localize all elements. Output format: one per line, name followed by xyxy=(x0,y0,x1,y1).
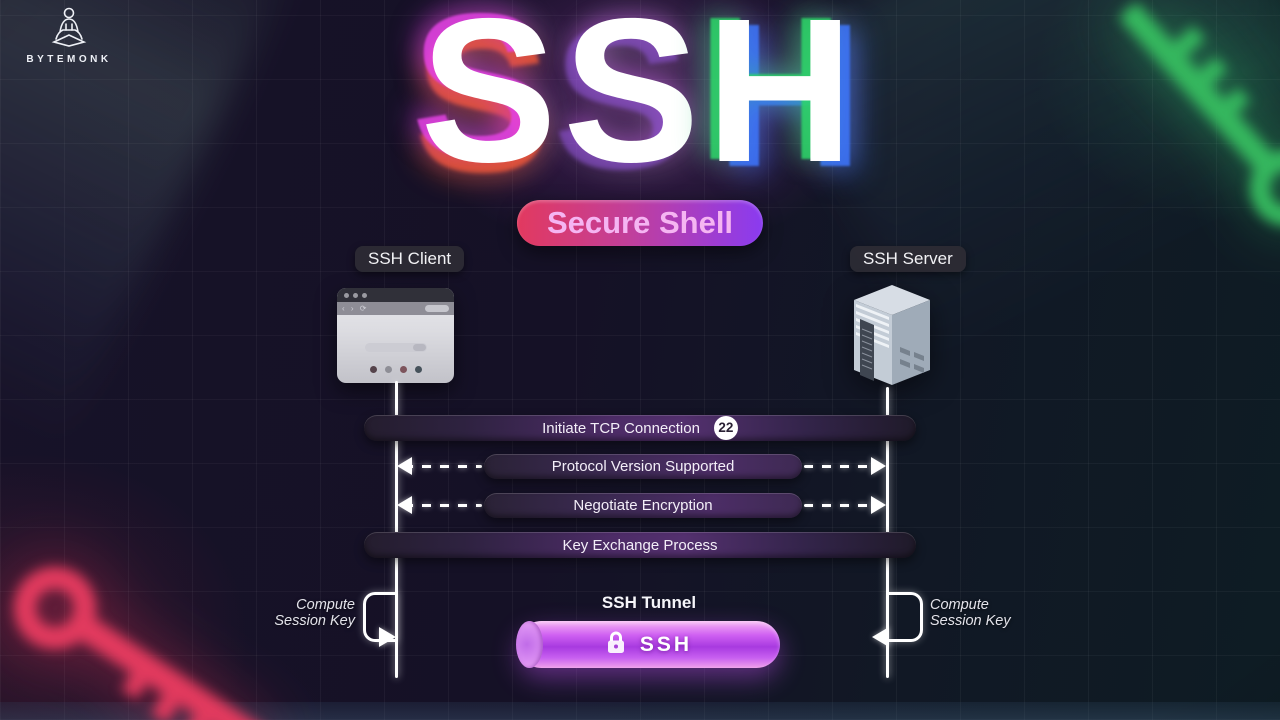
subtitle-pill: Secure Shell xyxy=(516,200,764,246)
step-key-exchange-process: Key Exchange Process xyxy=(364,532,916,558)
note-line: Session Key xyxy=(274,612,355,629)
note-line: Compute xyxy=(296,597,355,613)
browser-toolbar xyxy=(337,302,454,315)
browser-window-icon: ‹ › ⟳ xyxy=(337,288,454,383)
title-letter-1: S xyxy=(420,0,563,205)
client-lifeline xyxy=(395,381,398,678)
loading-bar-segment xyxy=(413,344,426,351)
server-self-loop-arrow xyxy=(888,592,923,642)
step-negotiate-encryption: Negotiate Encryption xyxy=(484,493,802,518)
step-label: Protocol Version Supported xyxy=(551,458,735,475)
window-dot-icon xyxy=(362,293,367,298)
tunnel-end-cap xyxy=(516,621,543,668)
step-label: Key Exchange Process xyxy=(562,536,718,554)
tunnel-title: SSH Tunnel xyxy=(601,593,697,612)
browser-nav-icons: ‹ › ⟳ xyxy=(342,304,369,313)
server-compute-session-key-note: Compute Session Key xyxy=(930,597,1060,629)
loop-arrowhead-icon xyxy=(872,627,889,647)
meditating-monk-icon xyxy=(14,6,124,52)
window-dot-icon xyxy=(353,293,358,298)
client-actor-label: SSH Client xyxy=(355,246,465,272)
step-label: Negotiate Encryption xyxy=(573,497,713,514)
dashed-line xyxy=(804,504,872,507)
brand-logo: BYTEMONK xyxy=(14,6,124,65)
port-22-badge: 22 xyxy=(713,416,738,440)
bottom-edge-strip xyxy=(0,702,1280,720)
step-label: Initiate TCP Connection xyxy=(542,419,700,437)
dashed-line xyxy=(404,465,482,468)
right-arrowhead-icon xyxy=(871,457,886,475)
browser-address-bar xyxy=(425,305,449,312)
server-actor-label: SSH Server xyxy=(850,246,966,272)
browser-titlebar xyxy=(337,288,454,302)
page-title: SSH xyxy=(0,0,1280,193)
ssh-tunnel-cylinder: SSH xyxy=(516,621,780,668)
tunnel-ssh-badge: SSH xyxy=(639,632,693,656)
loop-arrowhead-icon xyxy=(379,627,396,647)
dashed-line xyxy=(404,504,482,507)
server-tower-icon xyxy=(852,285,932,388)
browser-loading-bar xyxy=(365,343,427,352)
step-initiate-tcp-connection: Initiate TCP Connection 22 xyxy=(364,415,916,441)
window-dot-icon xyxy=(344,293,349,298)
title-letter-3: H xyxy=(705,0,860,205)
step-protocol-version-supported: Protocol Version Supported xyxy=(484,454,802,479)
right-arrowhead-icon xyxy=(871,496,886,514)
client-compute-session-key-note: Compute Session Key xyxy=(235,597,355,629)
lock-icon xyxy=(606,630,626,659)
red-key-icon xyxy=(0,539,292,720)
note-line: Session Key xyxy=(930,612,1011,629)
browser-loading-dots xyxy=(337,360,454,378)
brand-name: BYTEMONK xyxy=(26,54,112,65)
dashed-line xyxy=(804,465,872,468)
note-line: Compute xyxy=(930,597,989,613)
title-letter-2: S xyxy=(562,0,706,205)
